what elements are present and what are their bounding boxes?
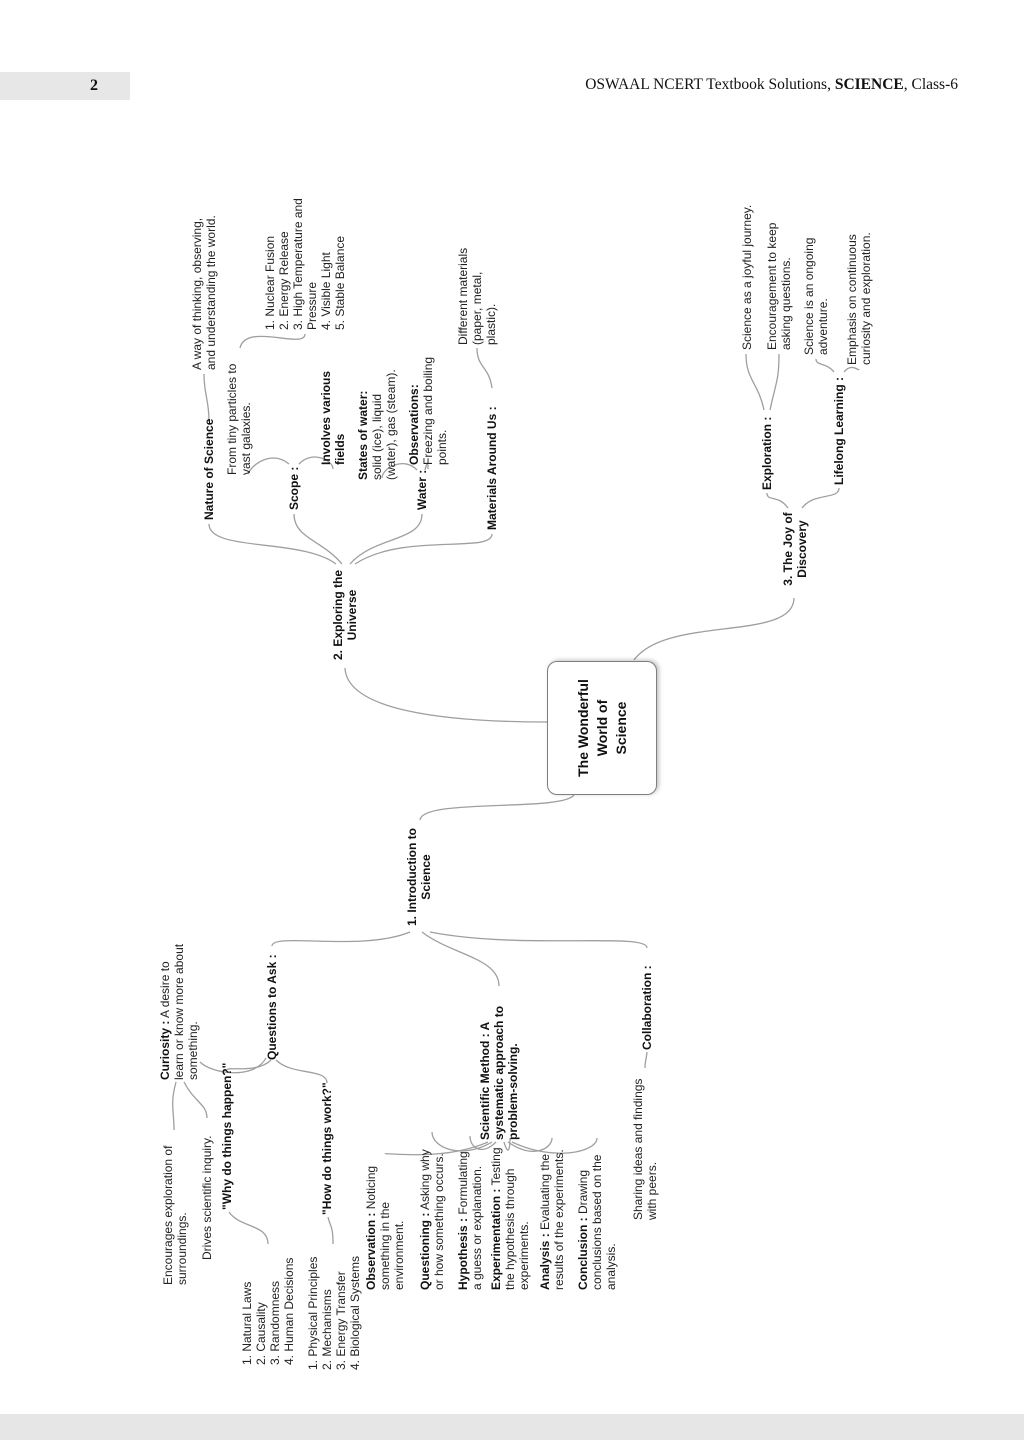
node-curiosity: Curiosity : A desire to learn or know mo… [158, 943, 200, 1080]
node-drives-inquiry: Drives scientific inquiry. [200, 1135, 214, 1260]
header-title-prefix: OSWAAL NCERT Textbook Solutions, [585, 76, 835, 93]
node-analysis: Analysis : Evaluating the results of the… [538, 1149, 566, 1290]
page-number-band: 2 [0, 72, 130, 100]
node-scientific-method: Scientific Method : A systematic approac… [478, 1005, 520, 1140]
node-continuous-curiosity: Emphasis on continuous curiosity and exp… [845, 232, 873, 365]
node-lifelong-learning: Lifelong Learning : [832, 377, 846, 485]
bottom-page-band [0, 1414, 1024, 1440]
node-observation: Observation : Noticing something in the … [364, 1165, 406, 1290]
node-different-materials: Different materials (paper, metal, plast… [456, 247, 498, 345]
node-involves-fields: Involves various fields [319, 370, 347, 465]
node-sun-list: 1. Nuclear Fusion 2. Energy Release 3. H… [263, 198, 347, 330]
node-why-question: "Why do things happen?" [220, 1062, 234, 1210]
book-header-title: OSWAAL NCERT Textbook Solutions, SCIENCE… [585, 76, 958, 94]
node-conclusion: Conclusion : Drawing conclusions based o… [576, 1154, 618, 1290]
node-hypothesis: Hypothesis : Formulating a guess or expl… [456, 1151, 484, 1290]
branch-joy-of-discovery: 3. The Joy of Discovery [781, 512, 809, 586]
page-number: 2 [90, 77, 98, 94]
node-questions-to-ask: Questions to Ask : [265, 954, 279, 1060]
central-topic: The Wonderful World of Science [547, 661, 657, 795]
node-joyful-journey: Science as a joyful journey. [740, 204, 754, 350]
node-scope: Scope : [287, 466, 301, 510]
node-ongoing-adventure: Science is an ongoing adventure. [802, 237, 830, 355]
header-title-suffix: , Class-6 [903, 76, 958, 93]
node-sharing-ideas: Sharing ideas and findings with peers. [631, 1078, 659, 1220]
node-water: Water : [415, 469, 429, 510]
node-water-observations: Observations: Freezing and boiling point… [407, 356, 449, 465]
node-how-question: "How do things work?" [320, 1082, 334, 1215]
branch-introduction: 1. Introduction to Science [405, 828, 433, 926]
mind-map: The Wonderful World of Science 1. Introd… [122, 110, 902, 1410]
node-experimentation: Experimentation : Testing the hypothesis… [489, 1147, 531, 1291]
node-materials-around-us: Materials Around Us : [485, 406, 499, 530]
node-exploration: Exploration : [760, 416, 774, 490]
node-tiny-particles: From tiny particles to vast galaxies. [225, 363, 253, 475]
branch-exploring-universe: 2. Exploring the Universe [331, 570, 359, 661]
node-states-of-water: States of water: solid (ice), liquid (wa… [356, 369, 398, 480]
node-encourages-exploration: Encourages exploration of surroundings. [161, 1145, 189, 1285]
node-questioning: Questioning : Asking why or how somethin… [418, 1149, 446, 1290]
header-title-subject: SCIENCE [834, 76, 904, 93]
node-why-list: 1. Natural Laws 2. Causality 3. Randomne… [240, 1257, 296, 1365]
connector-lines [172, 333, 860, 1245]
node-encouragement: Encouragement to keep asking questions. [765, 222, 793, 350]
node-way-of-thinking: A way of thinking, observing, and unders… [190, 215, 218, 370]
node-how-list: 1. Physical Principles 2. Mechanisms 3. … [306, 1255, 362, 1370]
node-nature-of-science: Nature of Science [202, 418, 216, 520]
node-collaboration: Collaboration : [640, 965, 654, 1050]
